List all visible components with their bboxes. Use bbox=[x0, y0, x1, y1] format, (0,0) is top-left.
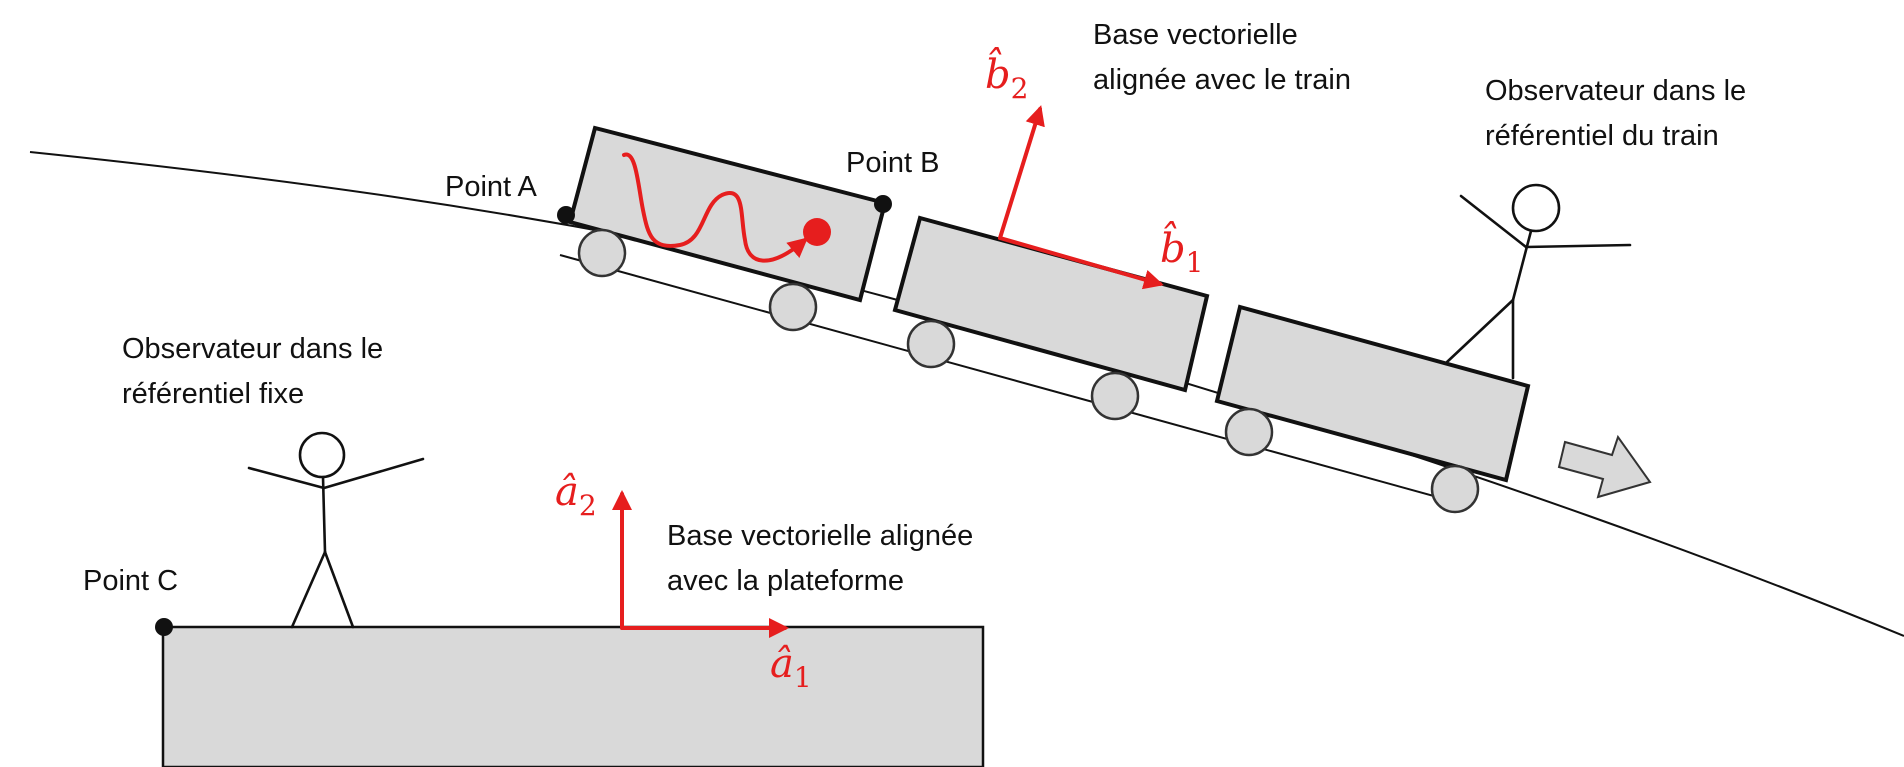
train-car-3-wheel-rear bbox=[1224, 407, 1274, 457]
point-a-label: Point A bbox=[445, 171, 538, 203]
train-car-2-wheel-rear bbox=[906, 319, 956, 369]
train-basis-vector-b2 bbox=[998, 105, 1045, 240]
train-car-1-wheel-front bbox=[768, 282, 818, 332]
platform-basis-label-line2: avec la plateforme bbox=[667, 565, 904, 597]
point-a-marker bbox=[557, 206, 575, 224]
train-car-2-wheel-front bbox=[1090, 371, 1140, 421]
train-car-1-wheel-rear bbox=[577, 228, 627, 278]
platform bbox=[161, 625, 985, 767]
train-observer-label-line2: référentiel du train bbox=[1485, 120, 1719, 152]
point-c-marker bbox=[155, 618, 173, 636]
train-basis-label-line1: Base vectorielle bbox=[1093, 19, 1298, 51]
point-b-marker bbox=[874, 195, 892, 213]
point-b-label: Point B bbox=[846, 147, 940, 179]
point-c-label: Point C bbox=[83, 565, 178, 597]
train-car-3 bbox=[1214, 304, 1531, 514]
fixed-observer-figure bbox=[247, 431, 425, 629]
vector-label-a2: â2 bbox=[555, 469, 597, 522]
train-basis-label-line2: alignée avec le train bbox=[1093, 64, 1351, 96]
fixed-observer-label-line2: référentiel fixe bbox=[122, 378, 304, 410]
vector-label-b1: b̂1 bbox=[1160, 222, 1203, 279]
platform-basis-label-line1: Base vectorielle alignée bbox=[667, 520, 973, 552]
particle-trajectory bbox=[622, 152, 809, 263]
train-basis-vector-b1 bbox=[998, 236, 1164, 290]
vector-label-b2: b̂2 bbox=[985, 48, 1028, 105]
train-car-1 bbox=[567, 125, 888, 332]
motion-direction-arrow bbox=[1557, 434, 1652, 499]
track-lower-line bbox=[559, 254, 1471, 507]
train-observer-label-line1: Observateur dans le bbox=[1485, 75, 1746, 107]
vector-label-a1: â1 bbox=[770, 641, 812, 694]
fixed-observer-label-line1: Observateur dans le bbox=[122, 333, 383, 365]
track-upper-line bbox=[29, 151, 1904, 637]
train-car-3-wheel-front bbox=[1430, 464, 1480, 514]
train-observer-figure bbox=[1445, 183, 1632, 380]
particle-marker bbox=[803, 218, 831, 246]
